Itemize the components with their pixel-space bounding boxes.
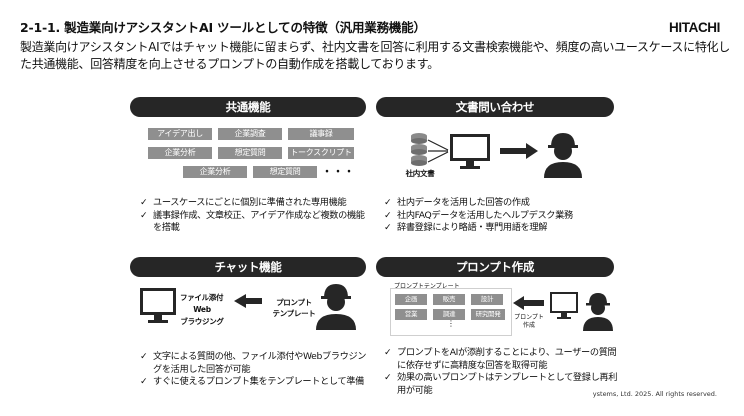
arrow-icon bbox=[500, 143, 538, 159]
vertical-ellipsis: ⋮ bbox=[447, 319, 455, 328]
monitor-icon bbox=[140, 288, 176, 323]
internal-documents-label: 社内文書 bbox=[405, 169, 435, 178]
checkmark-icon: ✓ bbox=[140, 376, 148, 387]
tag-planning: 企画 bbox=[395, 294, 427, 305]
hitachi-logo: HITACHI bbox=[669, 20, 720, 35]
tag-sales: 販売 bbox=[433, 294, 465, 305]
chat-function-diagram bbox=[140, 284, 356, 330]
prompt-creation-label-2: 作成 bbox=[522, 322, 535, 329]
common-functions-header: 共通機能 bbox=[130, 97, 366, 117]
tag-expected-questions-2: 想定質問 bbox=[253, 166, 317, 178]
prompt-creation-header: プロンプト作成 bbox=[376, 257, 614, 277]
bullet-item: ✓ユースケースにごとに個別に準備された専用機能 bbox=[140, 197, 347, 208]
checkmark-icon: ✓ bbox=[140, 197, 148, 208]
arrow-icon bbox=[234, 294, 262, 308]
bullet-item: ✓議事録作成、文章校正、アイデア作成など複数の機能を搭載 bbox=[140, 209, 365, 234]
tag-procurement: 調達 bbox=[433, 309, 465, 320]
chat-function-bullets: ✓文字による質問の他、ファイル添付やWebブラウジングを活用した回答が可能 ✓す… bbox=[138, 351, 368, 389]
bullet-item: ✓プロンプトをAIが添削することにより、ユーザーの質問に依存せずに高精度な回答を… bbox=[384, 347, 617, 371]
common-functions-bullets: ✓ユースケースにごとに個別に準備された専用機能 ✓議事録作成、文章校正、アイデア… bbox=[138, 197, 366, 235]
prompt-template-box: 企画 販売 設計 営業 調達 研究開発 ⋮ bbox=[390, 288, 512, 336]
checkmark-icon: ✓ bbox=[140, 209, 148, 221]
bullet-item: ✓すぐに使えるプロンプト集をテンプレートとして準備 bbox=[140, 376, 364, 387]
document-inquiry-header: 文書問い合わせ bbox=[376, 97, 614, 117]
tag-company-research: 企業調査 bbox=[218, 128, 282, 140]
tag-rnd: 研究開発 bbox=[471, 309, 505, 320]
bullet-item: ✓辞書登録により略語・専門用語を理解 bbox=[384, 222, 548, 233]
bullet-item: ✓効果の高いプロンプトはテンプレートとして登録し再利用が可能 bbox=[384, 372, 618, 396]
lead-paragraph: 製造業向けアシスタントAIではチャット機能に留まらず、社内文書を回答に利用する文… bbox=[20, 40, 730, 71]
prompt-template-title: プロンプトテンプレート bbox=[394, 283, 460, 290]
arrow-icon bbox=[513, 296, 544, 310]
page-title: 2-1-1. 製造業向けアシスタントAI ツールとしての特徴（汎用業務機能） bbox=[20, 20, 426, 35]
database-icon bbox=[411, 133, 427, 166]
tag-talk-script: トークスクリプト bbox=[288, 147, 354, 159]
chat-function-header: チャット機能 bbox=[130, 257, 366, 277]
tag-company-analysis: 企業分析 bbox=[148, 147, 212, 159]
bullet-item: ✓社内データを活用した回答の作成 bbox=[384, 197, 530, 208]
document-inquiry-diagram bbox=[411, 133, 582, 178]
checkmark-icon: ✓ bbox=[384, 222, 392, 233]
template-label: テンプレート bbox=[272, 309, 316, 318]
checkmark-icon: ✓ bbox=[384, 372, 392, 383]
tag-company-analysis-2: 企業分析 bbox=[183, 166, 247, 178]
worker-icon bbox=[316, 284, 356, 330]
bullet-item: ✓社内FAQデータを活用したヘルプデスク業務 bbox=[384, 209, 573, 221]
prompt-creation-diagram bbox=[513, 292, 613, 331]
prompt-creation-label-1: プロンプト bbox=[514, 314, 544, 321]
tag-minutes: 議事録 bbox=[288, 128, 354, 140]
worker-icon bbox=[544, 133, 582, 178]
tag-design: 設計 bbox=[471, 294, 503, 305]
connector-lines bbox=[427, 139, 449, 163]
checkmark-icon: ✓ bbox=[384, 347, 392, 358]
document-inquiry-bullets: ✓社内データを活用した回答の作成 ✓社内FAQデータを活用したヘルプデスク業務 … bbox=[382, 197, 618, 235]
tag-idea: アイデア出し bbox=[148, 128, 212, 140]
checkmark-icon: ✓ bbox=[140, 351, 148, 362]
prompt-label: プロンプト bbox=[276, 298, 312, 307]
more-ellipsis: ・・・ bbox=[322, 167, 355, 178]
file-attach-label: ファイル添付 bbox=[180, 293, 224, 302]
tag-expected-questions: 想定質問 bbox=[218, 147, 282, 159]
browsing-label: ブラウジング bbox=[180, 317, 224, 326]
monitor-icon bbox=[550, 292, 578, 319]
prompt-creation-bullets: ✓プロンプトをAIが添削することにより、ユーザーの質問に依存せずに高精度な回答を… bbox=[382, 347, 618, 397]
web-label: Web bbox=[193, 305, 211, 314]
worker-icon bbox=[583, 293, 613, 331]
common-functions-tags: アイデア出し 企業調査 議事録 企業分析 想定質問 トークスクリプト 企業分析 … bbox=[140, 125, 370, 183]
checkmark-icon: ✓ bbox=[384, 197, 392, 208]
bullet-item: ✓文字による質問の他、ファイル添付やWebブラウジングを活用した回答が可能 bbox=[140, 351, 367, 375]
monitor-icon bbox=[450, 134, 490, 169]
copyright-footer: ystems, Ltd. 2025. All rights reserved. bbox=[592, 390, 717, 398]
tag-business: 営業 bbox=[395, 309, 427, 320]
checkmark-icon: ✓ bbox=[384, 209, 392, 221]
